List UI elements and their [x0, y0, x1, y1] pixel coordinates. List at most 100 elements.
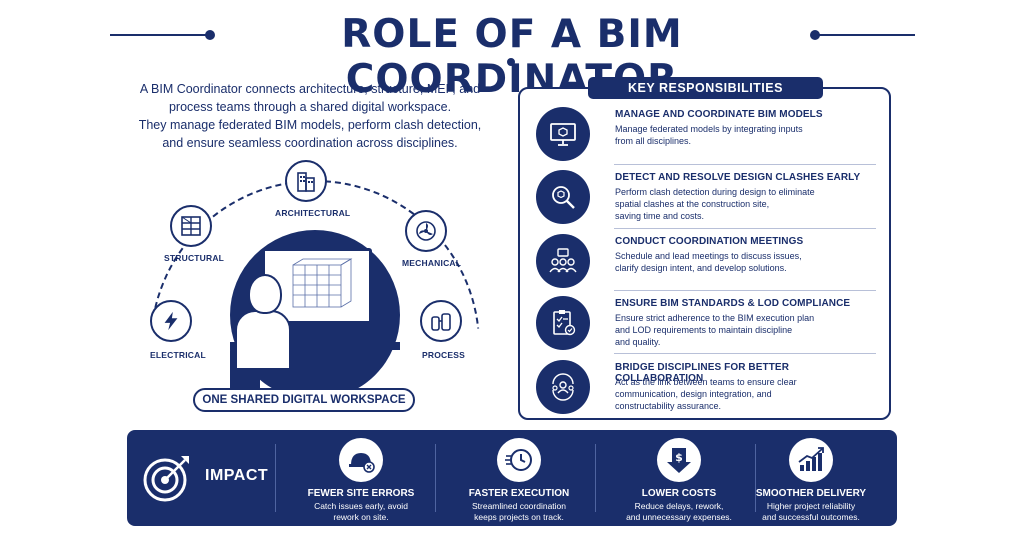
- desc-line: Streamlined coordination: [471, 501, 567, 511]
- structural-label: STRUCTURAL: [164, 253, 225, 263]
- target-icon: [143, 456, 189, 502]
- architectural-label: ARCHITECTURAL: [275, 208, 351, 218]
- impact-bar: IMPACT FEWER SITE ERRORS Catch issues ea…: [127, 430, 897, 526]
- fan-icon: [416, 221, 436, 241]
- desc-line: spatial clashes at the construction site…: [615, 199, 770, 209]
- dollar-down-icon: $: [657, 438, 701, 482]
- responsibility-item: CONDUCT COORDINATION MEETINGS Schedule a…: [530, 230, 880, 292]
- title-dot-left: [205, 30, 215, 40]
- checklist-icon: [536, 296, 590, 350]
- monitor: [262, 248, 372, 324]
- intro-line: and ensure seamless coordination across …: [162, 136, 458, 150]
- process-node: [420, 300, 462, 342]
- desc-line: Schedule and lead meetings to discuss is…: [615, 251, 802, 261]
- desc-line: Act as the link between teams to ensure …: [615, 377, 797, 387]
- team-cycle-icon: [536, 360, 590, 414]
- impact-desc: Reduce delays, rework, and unnecessary e…: [605, 501, 753, 523]
- desc-line: Perform clash detection during design to…: [615, 187, 815, 197]
- svg-text:$: $: [675, 451, 683, 464]
- desc-line: constructability assurance.: [615, 401, 722, 411]
- impact-title: LOWER COSTS: [641, 488, 717, 499]
- responsibility-item: ENSURE BIM STANDARDS & LOD COMPLIANCE En…: [530, 292, 880, 354]
- desc-line: Manage federated models by integrating i…: [615, 124, 803, 134]
- responsibility-desc: Schedule and lead meetings to discuss is…: [615, 250, 875, 274]
- desc-line: clarify design intent, and develop solut…: [615, 263, 787, 273]
- impact-desc: Higher project reliability and successfu…: [737, 501, 885, 523]
- responsibility-desc: Ensure strict adherence to the BIM execu…: [615, 312, 875, 348]
- desc-line: rework on site.: [333, 512, 389, 522]
- title-row: ROLE OF A BIM COORDINATOR: [0, 10, 1024, 102]
- desc-line: saving time and costs.: [615, 211, 705, 221]
- mechanical-label: MECHANICAL: [402, 258, 462, 268]
- desc-line: Higher project reliability: [766, 501, 856, 511]
- intro-text: A BIM Coordinator connects architecture,…: [120, 80, 500, 152]
- desc-line: and unnecessary expenses.: [626, 512, 732, 522]
- desc-line: and successful outcomes.: [762, 512, 860, 522]
- impact-desc: Catch issues early, avoid rework on site…: [287, 501, 435, 523]
- impact-item: FASTER EXECUTION Streamlined coordinatio…: [445, 436, 593, 522]
- intro-line: A BIM Coordinator connects architecture,…: [139, 82, 481, 96]
- responsibilities-header: KEY RESPONSIBILITIES: [588, 77, 823, 99]
- divider: [614, 290, 876, 291]
- lightning-icon: [164, 311, 178, 331]
- electrical-node: [150, 300, 192, 342]
- workspace-label: ONE SHARED DIGITAL WORKSPACE: [193, 388, 415, 412]
- impact-separator: [755, 444, 756, 512]
- fast-clock-icon: [497, 438, 541, 482]
- responsibility-title: BRIDGE DISCIPLINES FOR BETTER COLLABORAT…: [615, 362, 790, 384]
- responsibility-item: DETECT AND RESOLVE DESIGN CLASHES EARLY …: [530, 166, 880, 228]
- person-body: [235, 310, 291, 370]
- process-label: PROCESS: [422, 350, 465, 360]
- monitor-stand: [307, 324, 327, 334]
- desc-line: Reduce delays, rework,: [634, 501, 724, 511]
- responsibility-title: CONDUCT COORDINATION MEETINGS: [615, 236, 804, 247]
- discipline-diagram: ARCHITECTURAL STRUCTURAL MECHANICAL ELEC…: [120, 150, 510, 415]
- impact-label: IMPACT: [205, 467, 269, 484]
- divider: [614, 164, 876, 165]
- person-head: [248, 274, 282, 314]
- structural-node: [170, 205, 212, 247]
- responsibility-desc: Perform clash detection during design to…: [615, 186, 875, 222]
- growth-chart-icon: [789, 438, 833, 482]
- impact-desc: Streamlined coordination keeps projects …: [445, 501, 593, 523]
- desc-line: and quality.: [615, 337, 661, 347]
- desc-line: and LOD requirements to maintain discipl…: [615, 325, 793, 335]
- desc-line: from all disciplines.: [615, 136, 692, 146]
- desc-line: Catch issues early, avoid: [314, 501, 408, 511]
- tanks-icon: [431, 313, 451, 331]
- building-icon: [297, 172, 315, 192]
- electrical-label: ELECTRICAL: [150, 350, 206, 360]
- divider: [614, 353, 876, 354]
- responsibility-desc: Manage federated models by integrating i…: [615, 123, 875, 147]
- impact-separator: [275, 444, 276, 512]
- title-line-right: [815, 34, 915, 36]
- desc-line: keeps projects on track.: [474, 512, 564, 522]
- desc-line: communication, design integration, and: [615, 389, 772, 399]
- responsibility-title: MANAGE AND COORDINATE BIM MODELS: [615, 109, 823, 120]
- impact-title: SMOOTHER DELIVERY: [755, 488, 867, 499]
- divider: [614, 228, 876, 229]
- bim-model-icon: [292, 258, 353, 308]
- impact-title: FASTER EXECUTION: [468, 488, 570, 499]
- impact-item: FEWER SITE ERRORS Catch issues early, av…: [287, 436, 435, 522]
- impact-title: FEWER SITE ERRORS: [307, 488, 415, 499]
- responsibility-item: MANAGE AND COORDINATE BIM MODELS Manage …: [530, 103, 880, 165]
- desc-line: Ensure strict adherence to the BIM execu…: [615, 313, 815, 323]
- responsibility-desc: Act as the link between teams to ensure …: [615, 376, 875, 412]
- intro-line: process teams through a shared digital w…: [168, 100, 452, 114]
- responsibility-item: BRIDGE DISCIPLINES FOR BETTER COLLABORAT…: [530, 356, 880, 418]
- helmet-x-icon: [339, 438, 383, 482]
- monitor-cube-icon: [536, 107, 590, 161]
- impact-item: SMOOTHER DELIVERY Higher project reliabi…: [737, 436, 885, 522]
- magnifier-cube-icon: [536, 170, 590, 224]
- architectural-node: [285, 160, 327, 202]
- structure-frame-icon: [181, 216, 201, 236]
- impact-item: $ LOWER COSTS Reduce delays, rework, and…: [605, 436, 753, 522]
- intro-line: They manage federated BIM models, perfor…: [138, 118, 482, 132]
- title-line-left: [110, 34, 210, 36]
- impact-separator: [435, 444, 436, 512]
- responsibility-title: DETECT AND RESOLVE DESIGN CLASHES EARLY: [615, 172, 861, 183]
- desk: [230, 342, 400, 350]
- title-under-dot: [507, 58, 515, 66]
- meeting-icon: [536, 234, 590, 288]
